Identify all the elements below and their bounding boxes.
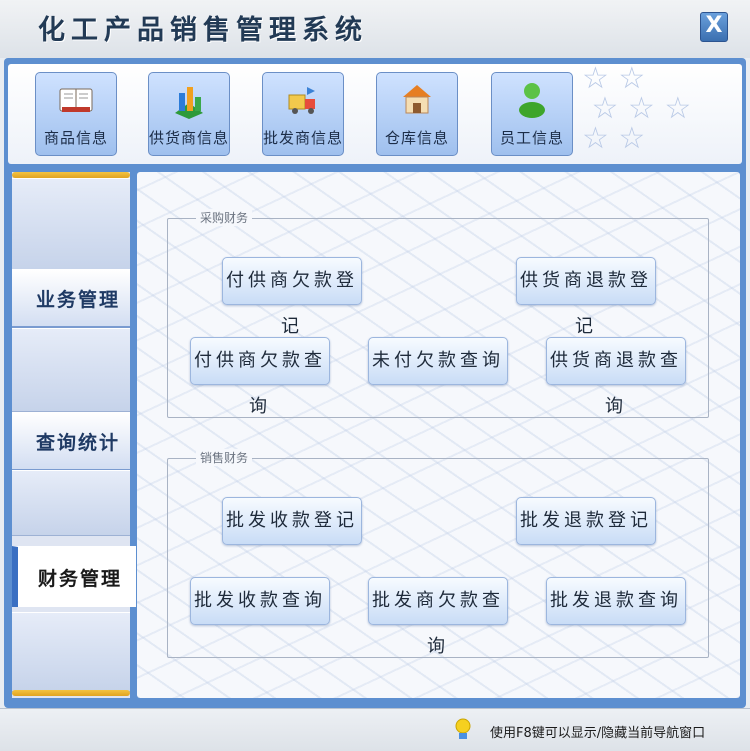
status-hint: 使用F8键可以显示/隐藏当前导航窗口 (490, 726, 706, 741)
toolbar-button-product-info[interactable]: 商品信息 (35, 72, 117, 156)
supplier-debt-register-button[interactable]: 付供商欠款登记 (222, 257, 362, 337)
lightbulb-icon (455, 718, 471, 739)
sidebar-item-label: 查询统计 (36, 432, 121, 454)
supplier-debt-query-button[interactable]: 付供商欠款查询 (190, 337, 330, 417)
star-decoration: ☆ ☆ ☆ ☆ ☆☆ ☆ (582, 64, 692, 156)
sidebar-spacer (12, 178, 130, 270)
toolbar-button-employee-info[interactable]: 员工信息 (491, 72, 573, 156)
toolbar-label: 供货商信息 (149, 129, 230, 147)
book-icon (59, 88, 93, 112)
group-title: 销售财务 (196, 449, 253, 466)
sidebar-accent-strip (12, 172, 130, 178)
toolbar-button-supplier-info[interactable]: 供货商信息 (148, 72, 230, 156)
sidebar-item-label: 业务管理 (36, 289, 121, 311)
toolbar-label: 商品信息 (43, 129, 108, 147)
building-chart-icon (175, 87, 203, 119)
toolbar: ☆ ☆ ☆ ☆ ☆☆ ☆ 商品信息 供货商信息 批发商信息 (8, 64, 742, 164)
sidebar: 业务管理 查询统计 财务管理 (12, 172, 136, 698)
sales-finance-group: 销售财务 批发收款登记 批发退款登记 批发收款查询 批发商欠款查询 批发退款查询 (167, 449, 709, 658)
toolbar-button-warehouse-info[interactable]: 仓库信息 (376, 72, 458, 156)
app-title: 化工产品销售管理系统 (38, 15, 368, 46)
shipping-icon (288, 87, 315, 114)
sidebar-spacer (12, 612, 130, 692)
toolbar-button-wholesaler-info[interactable]: 批发商信息 (262, 72, 344, 156)
wholesale-receipt-register-button[interactable]: 批发收款登记 (222, 497, 362, 545)
toolbar-label: 仓库信息 (384, 129, 449, 147)
sidebar-spacer (12, 328, 130, 412)
content-panel: 采购财务 付供商欠款登记 供货商退款登记 付供商欠款查询 未付欠款查询 供货商退… (137, 172, 740, 698)
wholesale-refund-register-button[interactable]: 批发退款登记 (516, 497, 656, 545)
wholesaler-debt-query-button[interactable]: 批发商欠款查询 (368, 577, 508, 657)
sidebar-item-label: 财务管理 (38, 568, 123, 590)
status-bar: 使用F8键可以显示/隐藏当前导航窗口 (0, 708, 750, 751)
wholesale-receipt-query-button[interactable]: 批发收款查询 (190, 577, 330, 625)
sidebar-accent-strip (12, 690, 130, 696)
toolbar-label: 员工信息 (499, 129, 564, 147)
sidebar-item-business[interactable]: 业务管理 (12, 269, 130, 328)
sidebar-item-finance[interactable]: 财务管理 (12, 546, 136, 607)
person-icon (519, 83, 545, 118)
wholesale-refund-query-button[interactable]: 批发退款查询 (546, 577, 686, 625)
unpaid-debt-query-button[interactable]: 未付欠款查询 (368, 337, 508, 385)
purchase-finance-group: 采购财务 付供商欠款登记 供货商退款登记 付供商欠款查询 未付欠款查询 供货商退… (167, 209, 709, 418)
title-bar: 化工产品销售管理系统 X (0, 0, 750, 58)
sidebar-item-query-stats[interactable]: 查询统计 (12, 412, 130, 471)
toolbar-label: 批发商信息 (263, 129, 344, 147)
warehouse-icon (403, 85, 431, 114)
supplier-refund-query-button[interactable]: 供货商退款查询 (546, 337, 686, 417)
sidebar-spacer (12, 470, 130, 536)
close-button[interactable]: X (700, 12, 728, 42)
group-title: 采购财务 (196, 209, 253, 226)
supplier-refund-register-button[interactable]: 供货商退款登记 (516, 257, 656, 337)
